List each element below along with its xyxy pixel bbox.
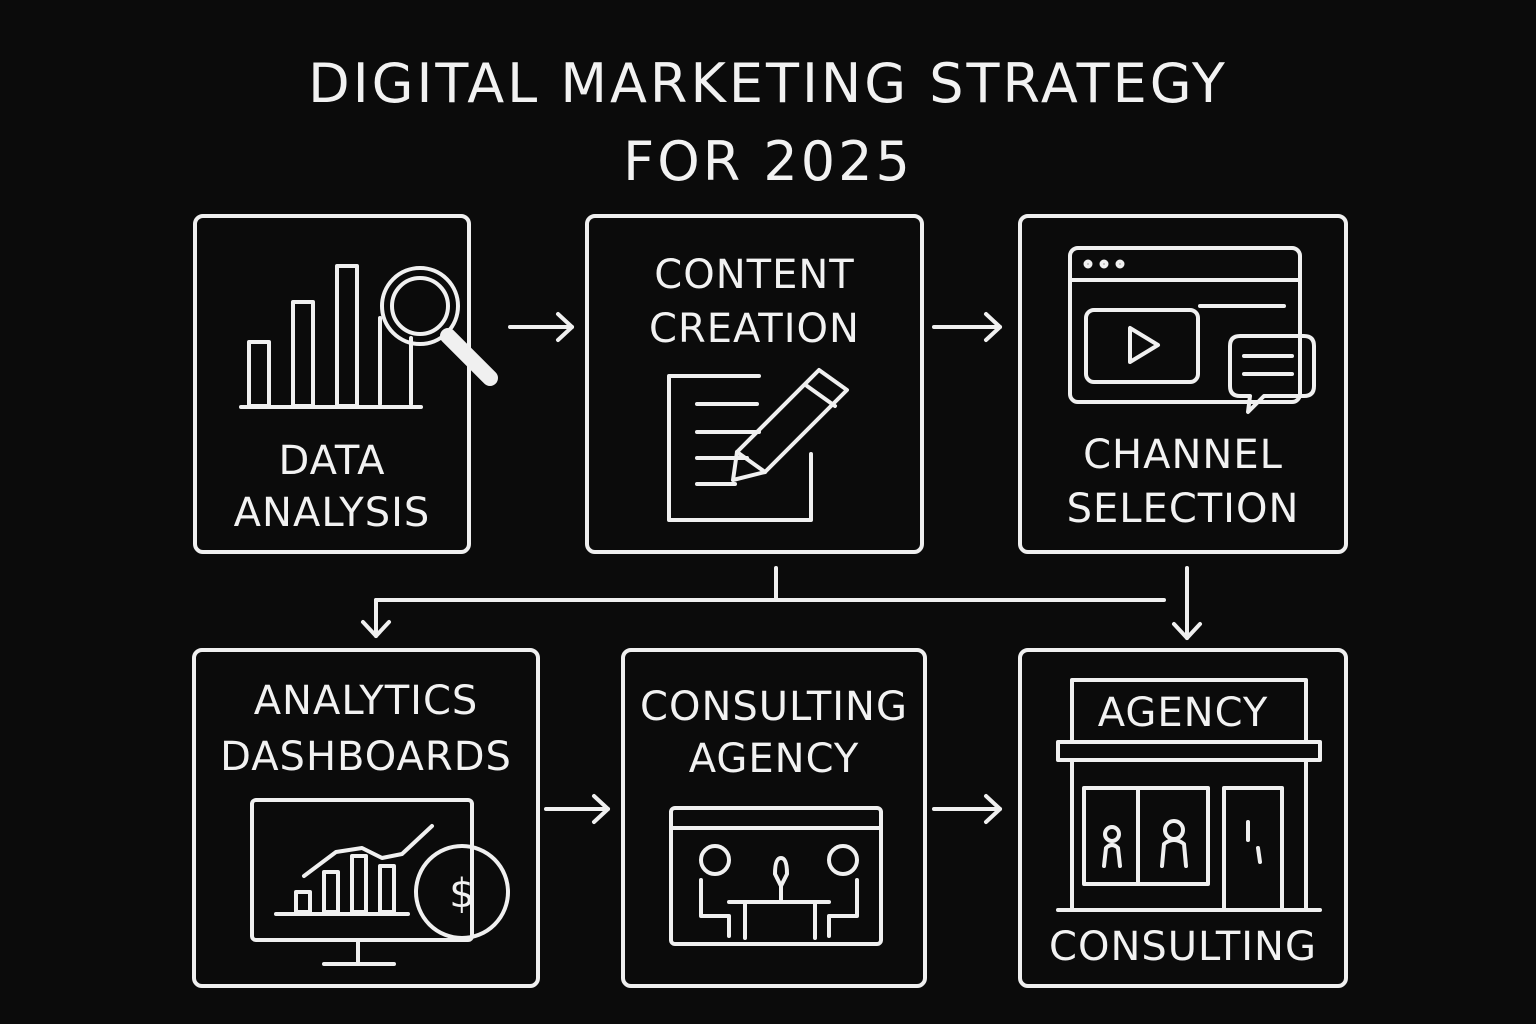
step-label-line-1: ANALYTICS bbox=[253, 678, 479, 724]
step-content-creation: CONTENT CREATION bbox=[585, 214, 924, 554]
arrow-consulting-to-agency bbox=[932, 794, 1002, 824]
arrow-data-to-content bbox=[508, 312, 574, 342]
storefront-icon bbox=[1056, 678, 1322, 912]
monitor-chart-dollar-icon: $ bbox=[250, 798, 510, 966]
step-label-line-1: DATA bbox=[278, 438, 386, 484]
dollar-sign: $ bbox=[449, 871, 474, 917]
video-chat-window-icon bbox=[1068, 246, 1316, 414]
step-label-line-1: CHANNEL bbox=[1083, 432, 1283, 478]
diagram-title-line-1: DIGITAL MARKETING STRATEGY bbox=[308, 52, 1228, 115]
step-label-line-2: DASHBOARDS bbox=[220, 734, 512, 780]
step-analytics-dashboards: ANALYTICS DASHBOARDS $ bbox=[192, 648, 540, 988]
arrow-channel-down bbox=[1172, 566, 1202, 640]
agency-sign-text: AGENCY bbox=[1097, 690, 1269, 736]
step-channel-selection: CHANNEL SELECTION bbox=[1018, 214, 1348, 554]
step-data-analysis: DATA ANALYSIS bbox=[193, 214, 498, 554]
step-label-line-2: CREATION bbox=[649, 306, 860, 352]
branch-connector bbox=[361, 566, 1166, 638]
step-agency-consulting: AGENCY CONSULTING bbox=[1018, 648, 1348, 988]
step-label-line-2: SELECTION bbox=[1066, 486, 1300, 532]
step-consulting-agency: CONSULTING AGENCY bbox=[621, 648, 927, 988]
diagram-title-line-2: FOR 2025 bbox=[623, 130, 913, 193]
bar-chart-magnifier-icon bbox=[239, 264, 498, 409]
arrow-content-to-channel bbox=[932, 312, 1002, 342]
step-label-line-1: CONTENT bbox=[654, 252, 855, 298]
meeting-table-icon bbox=[669, 806, 883, 946]
step-label-line-2: ANALYSIS bbox=[233, 490, 431, 536]
arrow-dashboards-to-consulting bbox=[544, 794, 610, 824]
step-label-line-2: AGENCY bbox=[688, 736, 860, 782]
step-label-line-2: CONSULTING bbox=[1049, 924, 1317, 970]
document-pencil-icon bbox=[667, 368, 849, 522]
step-label-line-1: CONSULTING bbox=[640, 684, 908, 730]
